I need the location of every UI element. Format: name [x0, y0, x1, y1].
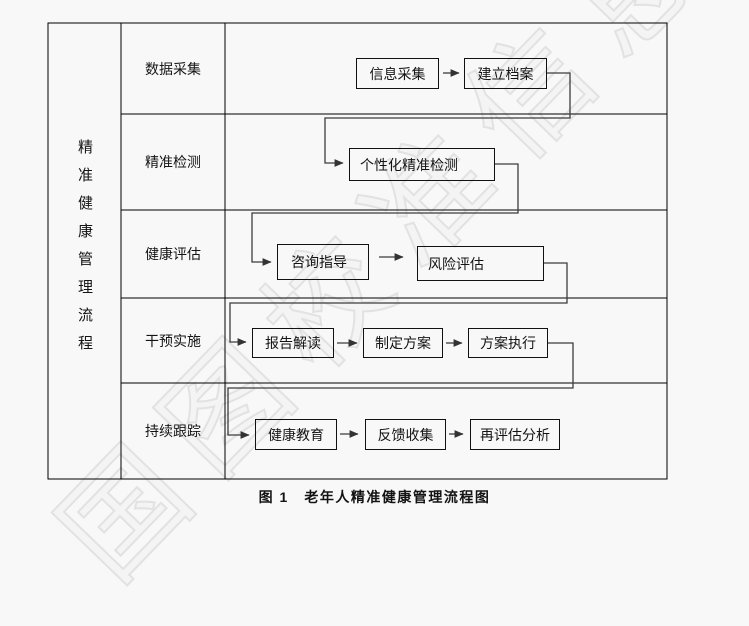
flow-node-health-education: 健康教育: [255, 419, 337, 450]
flow-node-reevaluation-analysis: 再评估分析: [470, 419, 560, 450]
table-grid: [47, 22, 668, 480]
row-label-health-assessment: 健康评估: [145, 246, 201, 262]
flow-node-personalized-testing: 个性化精准检测: [349, 148, 495, 181]
flow-node-report-reading: 报告解读: [252, 328, 334, 358]
flow-node-risk-assessment: 风险评估: [417, 246, 544, 281]
flow-node-create-archive: 建立档案: [464, 58, 547, 89]
row-label-data-collection: 数据采集: [145, 60, 201, 77]
row-label-intervention: 干预实施: [145, 332, 201, 349]
flowchart-lines-layer: [47, 22, 668, 480]
row-label-tracking: 持续跟踪: [145, 423, 201, 439]
flow-node-execute-plan: 方案执行: [468, 328, 548, 358]
side-label-process: 精准健康管理流程: [76, 139, 93, 363]
figure-caption: 图 1 老年人精准健康管理流程图: [258, 489, 491, 505]
flow-node-make-plan: 制定方案: [363, 328, 443, 358]
inline-arrows: [337, 69, 464, 438]
row-label-precision-testing: 精准检测: [145, 154, 201, 170]
flow-node-feedback-collection: 反馈收集: [365, 419, 446, 450]
flow-node-info-collection: 信息采集: [356, 58, 439, 89]
flow-node-consult-guidance: 咨询指导: [277, 244, 369, 280]
row-connectors: [227, 72, 574, 439]
connector-svg: [47, 22, 668, 480]
